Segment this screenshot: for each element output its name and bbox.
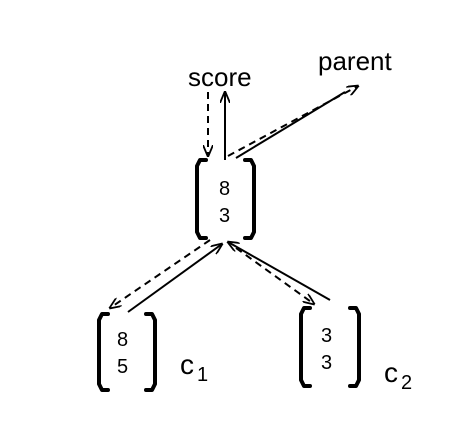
parent-node-value-2: 3 bbox=[219, 205, 230, 227]
child1-label-sub: 1 bbox=[197, 364, 208, 386]
child2-value-2: 3 bbox=[321, 352, 332, 374]
child1-value-1: 8 bbox=[117, 329, 128, 351]
child2-label: c 2 bbox=[384, 357, 412, 394]
child2-dashed-arrow bbox=[235, 247, 314, 304]
parent-solid-arrow bbox=[235, 91, 346, 159]
child2-label-sub: 2 bbox=[401, 372, 412, 394]
child1-right-bracket bbox=[144, 312, 157, 392]
child1-dashed-arrow bbox=[110, 239, 211, 308]
child2-vector: 3 3 bbox=[299, 306, 361, 388]
child2-solid-arrow bbox=[228, 242, 331, 301]
child1-label: c 1 bbox=[180, 349, 208, 386]
parent-node-left-bracket bbox=[195, 158, 208, 240]
child2-left-bracket bbox=[299, 306, 312, 388]
child1-solid-arrow bbox=[127, 244, 222, 313]
child2-value-1: 3 bbox=[321, 325, 332, 347]
child1-left-bracket bbox=[97, 312, 110, 392]
score-label: score bbox=[188, 62, 252, 92]
parent-node-value-1: 8 bbox=[219, 178, 230, 200]
child1-vector: 8 5 bbox=[97, 312, 157, 392]
parent-node-right-bracket bbox=[243, 158, 256, 240]
parent-node-vector: 8 3 bbox=[195, 158, 256, 240]
child1-label-main: c bbox=[180, 349, 194, 380]
parent-label: parent bbox=[318, 46, 392, 76]
child2-right-bracket bbox=[348, 306, 361, 388]
child1-value-2: 5 bbox=[117, 356, 128, 378]
child2-label-main: c bbox=[384, 357, 398, 388]
